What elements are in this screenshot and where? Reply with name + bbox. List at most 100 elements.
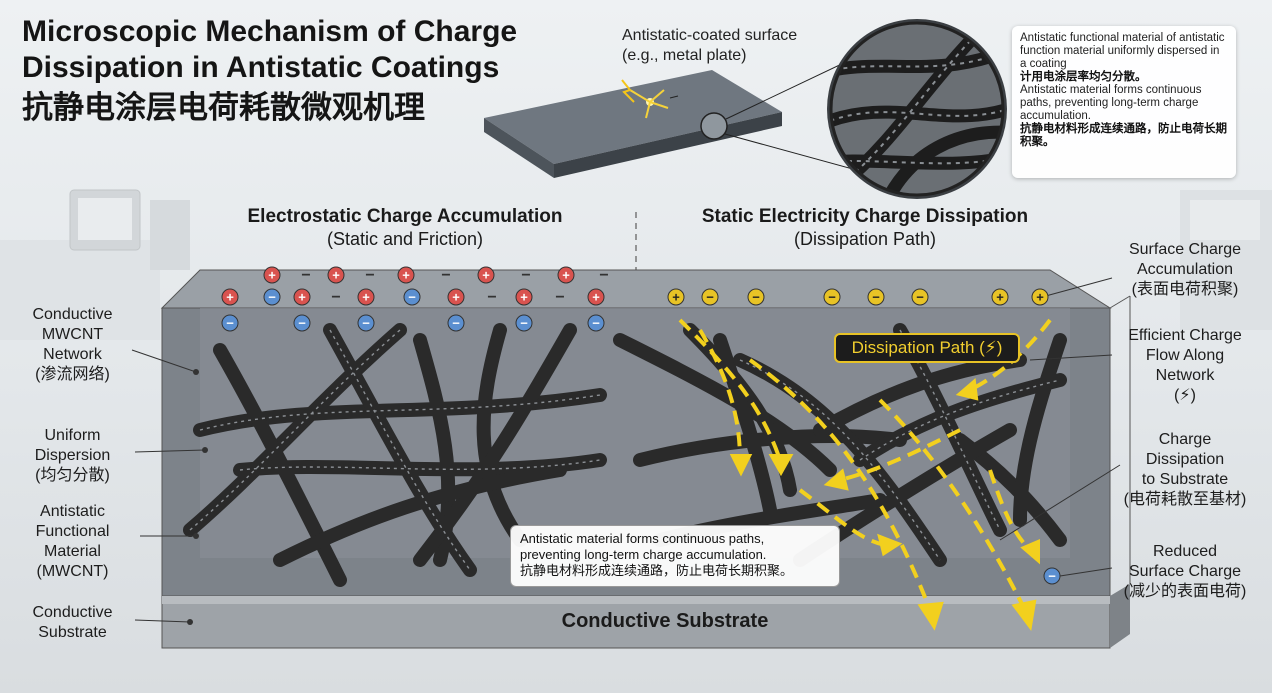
title-line-2: Dissipation in Antistatic Coatings — [22, 51, 500, 84]
minus-sign: − — [555, 289, 564, 306]
surface-charge: + — [991, 288, 1009, 306]
left-section-header: Electrostatic Charge Accumulation (Stati… — [205, 206, 605, 250]
svg-text:+: + — [298, 290, 306, 305]
negative-charge: − — [357, 314, 375, 332]
svg-text:+: + — [592, 290, 600, 305]
label-surface-l2: Accumulation — [1136, 261, 1234, 278]
info-box-en1: Antistatic functional material of antist… — [1020, 32, 1225, 70]
minus-sign: − — [365, 267, 374, 284]
dissipation-path-label: Dissipation Path (⚡) — [834, 333, 1020, 363]
callout-zh: 抗静电材料形成连续通路，防止电荷长期积聚。 — [520, 563, 794, 578]
negative-charge: − — [403, 288, 421, 306]
label-material-l4: (MWCNT) — [36, 563, 109, 580]
svg-text:−: − — [872, 290, 880, 305]
surface-charge: − — [823, 288, 841, 306]
label-flow-l3: Network — [1155, 367, 1215, 384]
svg-text:−: − — [752, 290, 760, 305]
right-header-sub: (Dissipation Path) — [793, 229, 937, 249]
label-dispersion-l2: Dispersion — [34, 447, 111, 464]
reduced-surface-charge: − — [1043, 567, 1061, 585]
svg-text:−: − — [408, 290, 416, 305]
svg-text:−: − — [706, 290, 714, 305]
label-charge-diss-zh: (电荷耗散至基材) — [1123, 491, 1247, 508]
label-reduced-surface-charge: Reduced Surface Charge (减少的表面电荷) — [1108, 542, 1262, 602]
label-mwcnt-zh: (渗流网络) — [35, 366, 110, 383]
svg-text:+: + — [362, 290, 370, 305]
minus-sign: − — [301, 267, 310, 284]
surface-label-line2: (e.g., metal plate) — [622, 47, 747, 64]
surface-charge: + — [1031, 288, 1049, 306]
label-substrate-l1: Conductive — [32, 604, 113, 621]
right-section-header: Static Electricity Charge Dissipation (D… — [655, 206, 1075, 250]
surface-charge: − — [867, 288, 885, 306]
label-conductive-substrate: Conductive Substrate — [10, 603, 135, 643]
svg-text:−: − — [520, 316, 528, 331]
label-efficient-charge-flow: Efficient Charge Flow Along Network (⚡) — [1108, 326, 1262, 406]
surface-charge: − — [911, 288, 929, 306]
negative-charge: − — [221, 314, 239, 332]
callout-en1: Antistatic material forms continuous pat… — [520, 531, 765, 546]
label-substrate-l2: Substrate — [38, 624, 107, 641]
label-flow-l1: Efficient Charge — [1128, 327, 1242, 344]
surface-charge: + — [667, 288, 685, 306]
info-box: Antistatic functional material of antist… — [1012, 26, 1236, 178]
page-title: Microscopic Mechanism of Charge Dissipat… — [22, 14, 622, 126]
svg-text:+: + — [672, 290, 680, 305]
positive-charge: + — [263, 266, 281, 284]
label-material-l1: Antistatic — [40, 503, 105, 520]
negative-charge: − — [515, 314, 533, 332]
surface-charge: − — [747, 288, 765, 306]
right-header-title: Static Electricity Charge Dissipation — [701, 206, 1029, 227]
svg-text:+: + — [402, 268, 410, 283]
minus-sign: − — [487, 289, 496, 306]
positive-charge: + — [587, 288, 605, 306]
left-header-title: Electrostatic Charge Accumulation — [247, 206, 563, 227]
svg-text:−: − — [362, 316, 370, 331]
label-antistatic-material: Antistatic Functional Material (MWCNT) — [10, 502, 135, 582]
positive-charge: + — [447, 288, 465, 306]
svg-text:−: − — [452, 316, 460, 331]
label-charge-dissipation-substrate: Charge Dissipation to Substrate (电荷耗散至基材… — [1108, 430, 1262, 510]
title-line-1: Microscopic Mechanism of Charge — [22, 15, 518, 48]
svg-text:+: + — [452, 290, 460, 305]
info-box-zh2: 抗静电材料形成连续通路，防止电荷长期积聚。 — [1020, 123, 1227, 148]
label-charge-diss-l2: Dissipation — [1145, 451, 1225, 468]
label-reduced-l2: Surface Charge — [1128, 563, 1242, 580]
surface-label-line1: Antistatic-coated surface — [622, 27, 798, 44]
svg-text:−: − — [298, 316, 306, 331]
svg-text:−: − — [828, 290, 836, 305]
positive-charge: + — [557, 266, 575, 284]
substrate-label: Conductive Substrate — [561, 610, 769, 632]
svg-text:−: − — [916, 290, 924, 305]
svg-text:+: + — [562, 268, 570, 283]
svg-text:−: − — [592, 316, 600, 331]
svg-text:+: + — [1036, 290, 1044, 305]
svg-text:+: + — [332, 268, 340, 283]
svg-text:+: + — [996, 290, 1004, 305]
leader-lines — [131, 277, 1121, 623]
label-surface-zh: (表面电荷积聚) — [1131, 281, 1239, 298]
substrate-block — [161, 595, 1111, 649]
svg-text:−: − — [1048, 569, 1056, 584]
positive-charge: + — [357, 288, 375, 306]
magnifier-icon — [827, 19, 1007, 199]
label-flow-l2: Flow Along — [1145, 347, 1225, 364]
svg-text:+: + — [482, 268, 490, 283]
label-surface-charge-accumulation: Surface Charge Accumulation (表面电荷积聚) — [1108, 240, 1262, 300]
title-chinese: 抗静电涂层电荷耗散微观机理 — [22, 90, 425, 125]
minus-sign: − — [521, 267, 530, 284]
positive-charge: + — [221, 288, 239, 306]
dissipation-arrows — [678, 318, 1052, 631]
positive-charge: + — [397, 266, 415, 284]
svg-text:−: − — [268, 290, 276, 305]
surface-label: Antistatic-coated surface (e.g., metal p… — [622, 26, 842, 66]
negative-charge: − — [587, 314, 605, 332]
label-material-l2: Functional — [35, 523, 110, 540]
left-header-sub: (Static and Friction) — [326, 229, 484, 249]
label-charge-diss-l3: to Substrate — [1141, 471, 1229, 488]
label-reduced-l1: Reduced — [1152, 543, 1218, 560]
label-material-l3: Material — [44, 543, 101, 560]
minus-sign: − — [441, 267, 450, 284]
negative-charge: − — [263, 288, 281, 306]
